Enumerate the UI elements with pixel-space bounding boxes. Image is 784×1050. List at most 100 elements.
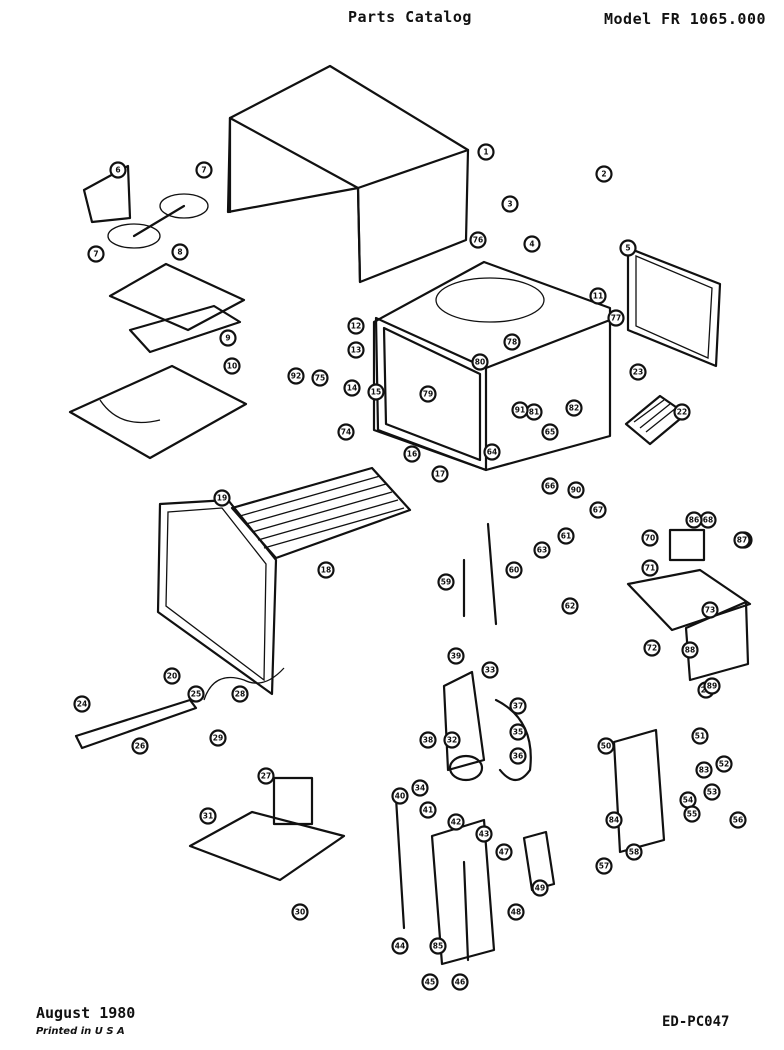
callout-number: 26 — [135, 742, 145, 751]
callout-5: 5 — [619, 239, 637, 257]
callout-number: 77 — [611, 314, 621, 323]
callout-81: 80 — [471, 353, 489, 371]
callout-number: 58 — [629, 848, 639, 857]
callout-circle — [447, 647, 465, 665]
callout-number: 53 — [707, 788, 717, 797]
callout-circle — [541, 423, 559, 441]
callout-48: 47 — [495, 843, 513, 861]
callout-number: 1 — [483, 148, 488, 157]
callout-number: 92 — [291, 372, 301, 381]
callout-circle — [619, 239, 637, 257]
callout-8: 7 — [87, 245, 105, 263]
callout-number: 17 — [435, 470, 445, 479]
callout-number: 70 — [645, 534, 655, 543]
callout-circle — [643, 639, 661, 657]
callout-number: 32 — [447, 736, 457, 745]
callout-19: 18 — [317, 561, 335, 579]
callout-69: 68 — [699, 511, 717, 529]
callout-circle — [701, 601, 719, 619]
callout-21: 20 — [163, 667, 181, 685]
callout-circle — [483, 443, 501, 461]
callout-84: 83 — [695, 761, 713, 779]
callout-number: 81 — [529, 408, 539, 417]
door-frame — [156, 498, 278, 696]
callout-circle — [421, 973, 439, 991]
callout-circle — [219, 329, 237, 347]
callout-number: 23 — [633, 368, 643, 377]
callout-number: 71 — [645, 564, 655, 573]
callout-number: 18 — [321, 566, 331, 575]
callout-circle — [231, 685, 249, 703]
callout-number: 67 — [593, 506, 603, 515]
callout-number: 22 — [677, 408, 687, 417]
callout-number: 8 — [177, 248, 182, 257]
callout-circle — [557, 527, 575, 545]
callout-circle — [209, 729, 227, 747]
callout-circle — [343, 379, 361, 397]
callout-32: 31 — [199, 807, 217, 825]
callout-circle — [509, 697, 527, 715]
callout-number: 79 — [423, 390, 433, 399]
callout-number: 15 — [371, 388, 381, 397]
callout-circle — [291, 903, 309, 921]
callout-circle — [311, 369, 329, 387]
callout-93: 92 — [287, 367, 305, 385]
callout-6: 6 — [109, 161, 127, 179]
callout-56: 55 — [683, 805, 701, 823]
callout-number: 88 — [685, 646, 695, 655]
callout-20: 19 — [213, 489, 231, 507]
callout-number: 62 — [565, 602, 575, 611]
callout-number: 56 — [733, 816, 743, 825]
printed-in: Printed in U S A — [36, 1026, 125, 1037]
callout-circle — [471, 353, 489, 371]
callout-circle — [703, 783, 721, 801]
transformer — [188, 776, 346, 882]
callout-28: 27 — [257, 767, 275, 785]
callout-57: 56 — [729, 811, 747, 829]
callout-26: 25 — [187, 685, 205, 703]
callout-circle — [187, 685, 205, 703]
callout-47: 46 — [451, 973, 469, 991]
callout-4: 4 — [523, 235, 541, 253]
callout-number: 41 — [423, 806, 433, 815]
callout-46: 45 — [421, 973, 439, 991]
callout-circle — [509, 747, 527, 765]
callout-number: 65 — [545, 428, 555, 437]
callout-91: 90 — [567, 481, 585, 499]
callout-circle — [595, 165, 613, 183]
callout-circle — [589, 501, 607, 519]
callout-45: 44 — [391, 937, 409, 955]
callout-number: 4 — [529, 240, 534, 249]
callout-number: 73 — [705, 606, 715, 615]
callout-number: 19 — [217, 494, 227, 503]
document-number: ED-PC047 — [662, 1014, 730, 1030]
callout-38: 37 — [509, 697, 527, 715]
callout-circle — [337, 423, 355, 441]
control-panel-front — [394, 796, 496, 966]
callout-72: 71 — [641, 559, 659, 577]
callout-circle — [501, 195, 519, 213]
callout-circle — [317, 561, 335, 579]
callout-number: 51 — [695, 732, 705, 741]
callout-49: 48 — [507, 903, 525, 921]
callout-90: 89 — [703, 677, 721, 695]
callout-number: 40 — [395, 792, 405, 801]
callout-86: 85 — [429, 937, 447, 955]
callout-1: 1 — [477, 143, 495, 161]
callout-52: 51 — [691, 727, 709, 745]
callout-number: 11 — [593, 292, 603, 301]
callout-circle — [507, 903, 525, 921]
callout-circle — [509, 723, 527, 741]
callout-circle — [495, 843, 513, 861]
callout-29: 28 — [231, 685, 249, 703]
callout-number: 34 — [415, 784, 425, 793]
callout-number: 59 — [441, 578, 451, 587]
callout-circle — [223, 357, 241, 375]
callout-circle — [347, 341, 365, 359]
fan-assembly — [82, 164, 209, 249]
callout-23: 22 — [673, 403, 691, 421]
callout-50: 49 — [531, 879, 549, 897]
callout-circle — [403, 445, 421, 463]
